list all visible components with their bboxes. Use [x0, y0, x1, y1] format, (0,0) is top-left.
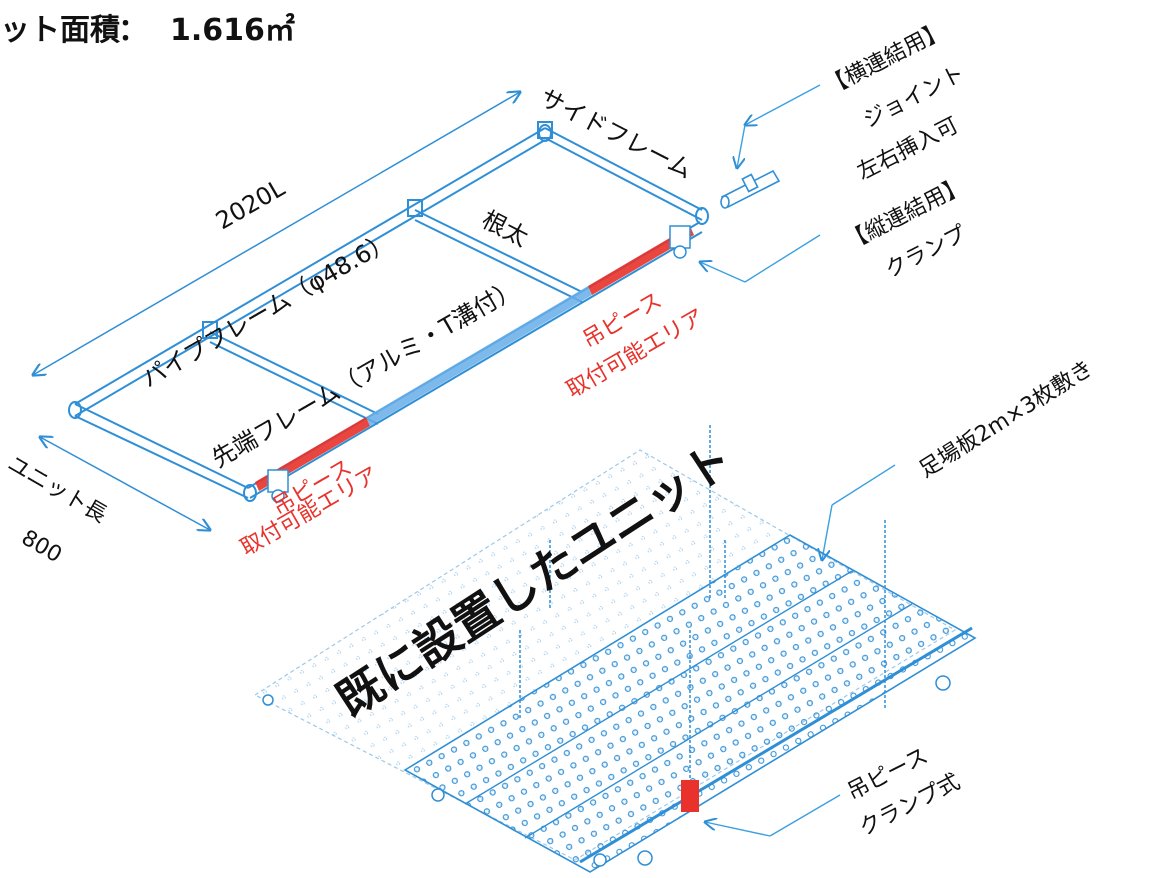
- length-2020-label: 2020L: [211, 173, 290, 235]
- planks-label: 足場板2m×3枚敷き: [915, 356, 1098, 483]
- joint-piece: [720, 169, 781, 209]
- leader-lines: [700, 84, 896, 837]
- unit-length-value: 800: [17, 526, 66, 569]
- hanging-chains: [519, 425, 886, 780]
- side-frame-label: サイドフレーム: [535, 83, 697, 184]
- planks-leader: [831, 464, 896, 506]
- header-area: ット面積 ： 1.616㎡: [0, 13, 295, 48]
- joint-leader: [745, 84, 821, 125]
- hanger-piece-clamp: [681, 780, 699, 812]
- hanger-area-band-right: [588, 226, 694, 295]
- hanger-leader: [769, 794, 841, 837]
- plank-joint-2: [524, 603, 913, 839]
- dimension-lines: [33, 92, 520, 530]
- side-frame-back: [544, 127, 703, 211]
- dim-2020: [33, 92, 520, 375]
- deck-wheels: [262, 675, 951, 867]
- area-value: 1.616㎡: [170, 13, 295, 48]
- area-label: ット面積: [0, 13, 120, 48]
- unit-length-label: ユニット長: [3, 452, 111, 529]
- clamp-right: [669, 225, 691, 249]
- tip-clamps: [267, 225, 691, 503]
- area-separator: ：: [118, 13, 148, 48]
- dim-800: [40, 437, 210, 530]
- plank-joint-1: [464, 570, 853, 805]
- new-unit-deck: [403, 534, 977, 873]
- clamp-leader: [744, 234, 821, 283]
- front-frame: [579, 626, 973, 864]
- plank-deck: [403, 534, 977, 873]
